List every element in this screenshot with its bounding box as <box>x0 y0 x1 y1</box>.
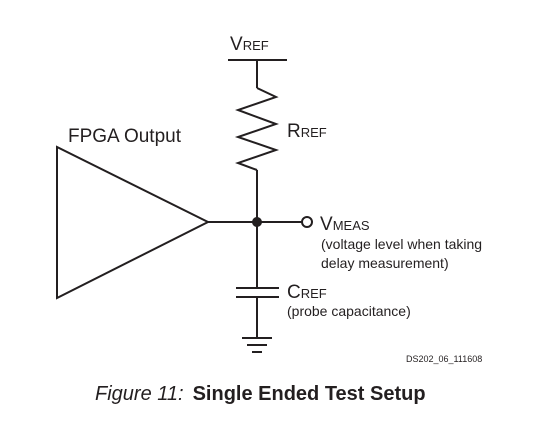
rref-label: RREF <box>287 121 327 142</box>
figure-caption: Figure 11: Single Ended Test Setup <box>95 383 426 405</box>
cref-note: (probe capacitance) <box>287 303 411 319</box>
vmeas-note-line1: (voltage level when taking <box>321 236 482 252</box>
vref-label: VREF <box>230 34 269 55</box>
vmeas-note-line2: delay measurement) <box>321 255 449 271</box>
fpga-output-label: FPGA Output <box>68 126 182 147</box>
document-id: DS202_06_111608 <box>406 354 482 364</box>
ground-symbol <box>242 337 272 353</box>
rref-resistor <box>234 87 280 171</box>
figure-caption-title: Single Ended Test Setup <box>193 383 426 405</box>
figure-caption-prefix: Figure 11: <box>95 383 184 405</box>
vmeas-label: VMEAS <box>320 214 370 235</box>
vmeas-terminal <box>301 216 313 228</box>
fpga-output-buffer <box>56 145 211 300</box>
cref-label: CREF <box>287 282 327 303</box>
